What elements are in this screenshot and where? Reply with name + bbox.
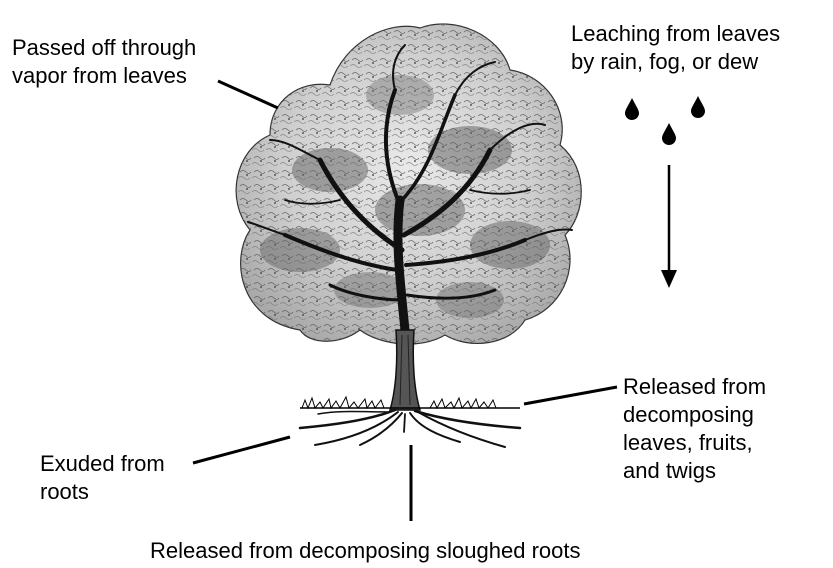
label-leaching-line-1: Leaching from leaves (571, 20, 780, 48)
label-decomposing-litter-line-1: Released from (623, 373, 766, 401)
label-decomposing-litter-line-3: leaves, fruits, (623, 429, 766, 457)
leader-line-vapor (218, 81, 278, 108)
leader-line-exuded (193, 437, 290, 463)
water-drops (625, 96, 705, 145)
label-leaching: Leaching from leaves by rain, fog, or de… (571, 20, 780, 76)
label-vapor: Passed off through vapor from leaves (12, 34, 196, 90)
down-arrow-icon (661, 165, 677, 288)
label-leaching-line-2: by rain, fog, or dew (571, 48, 780, 76)
tree-illustration (236, 24, 581, 447)
label-vapor-line-2: vapor from leaves (12, 62, 196, 90)
leader-line-decomposing-litter (524, 387, 617, 404)
water-drop-icon (691, 96, 705, 118)
label-decomposing-litter-line-2: decomposing (623, 401, 766, 429)
label-exuded-line-2: roots (40, 478, 165, 506)
water-drop-icon (662, 123, 676, 145)
label-decomposing-litter-line-4: and twigs (623, 457, 766, 485)
tree-roots (300, 410, 520, 447)
label-exuded: Exuded from roots (40, 450, 165, 506)
label-decomposing-litter: Released from decomposing leaves, fruits… (623, 373, 766, 485)
label-sloughed-roots: Released from decomposing sloughed roots (150, 537, 580, 565)
label-vapor-line-1: Passed off through (12, 34, 196, 62)
water-drop-icon (625, 98, 639, 120)
label-exuded-line-1: Exuded from (40, 450, 165, 478)
